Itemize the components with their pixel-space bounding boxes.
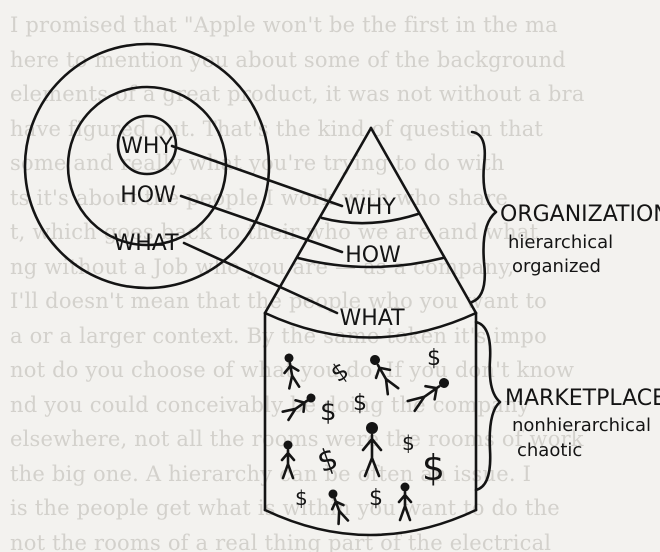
dollar-sign: $ (320, 397, 337, 427)
person-figure (406, 378, 449, 413)
cone-band-2 (296, 256, 445, 269)
background-text-line: not the rooms of a real thing part of th… (10, 530, 552, 552)
background-text-line: have figured out. That's the kind of que… (10, 116, 544, 141)
dollar-sign: $ (295, 486, 308, 510)
dollar-sign: $ (422, 448, 445, 489)
person-figure (280, 440, 296, 480)
marketplace-title: MARKETPLACE (505, 386, 660, 411)
cone-band-1 (320, 212, 420, 225)
circle-label-what: WHAT (113, 231, 179, 256)
dollar-sign: $ (369, 486, 383, 511)
person-figure (283, 353, 301, 390)
background-text-line: elsewhere, not all the rooms were the ro… (10, 427, 584, 451)
organization-line1: hierarchical (508, 232, 613, 253)
cone-label-how: HOW (345, 243, 401, 268)
marketplace-line1: nonhierarchical (512, 415, 651, 436)
dollar-sign: $ (427, 346, 441, 371)
background-text-line: ts it's about the people I work with who… (10, 185, 509, 210)
person-figure (281, 393, 316, 422)
inner-circle-why (116, 114, 178, 176)
background-text-line: is the people get what is within you wan… (10, 496, 560, 520)
cone-label-what: WHAT (339, 306, 405, 331)
background-text-line: a or a larger context. By the same token… (10, 323, 547, 348)
organization-cone: WHY HOW WHAT (263, 126, 478, 331)
organization-label: ORGANIZATION hierarchical organized (500, 202, 660, 277)
background-text-line: elements of a great product, it was not … (10, 82, 585, 106)
dollar-sign: $ (402, 431, 415, 455)
outer-circle-what (23, 42, 271, 290)
marketplace-brace (474, 320, 502, 492)
organization-line2: organized (512, 256, 601, 277)
person-figure (397, 482, 413, 522)
person-figure (370, 355, 400, 396)
dollar-sign: $ (325, 356, 354, 388)
person-figure (361, 422, 383, 478)
background-text-line: nd you could conceivably be doing the co… (10, 392, 530, 417)
marketplace-label: MARKETPLACE nonhierarchical chaotic (505, 386, 660, 461)
connector-what (182, 241, 339, 315)
marketplace-cylinder: $ $ $ $ $ $ $ $ $ (263, 311, 478, 537)
circle-label-how: HOW (120, 183, 176, 208)
person-figure (328, 489, 350, 526)
cylinder-bottom-arc (263, 508, 478, 537)
organization-title: ORGANIZATION (500, 202, 660, 227)
cone-label-why: WHY (344, 195, 396, 220)
golden-circle: WHY HOW WHAT (23, 42, 271, 290)
dollar-sign: $ (353, 391, 367, 416)
connector-how (179, 194, 344, 254)
circle-label-why: WHY (121, 134, 173, 159)
middle-circle-how (66, 85, 228, 247)
connector-why (170, 144, 344, 208)
background-text-line: I'll doesn't mean that the people who yo… (10, 289, 547, 313)
cone-left-edge (263, 126, 373, 315)
background-text-line: I promised that "Apple won't be the firs… (10, 13, 558, 37)
marketplace-line2: chaotic (517, 440, 582, 461)
background-text-line: some and really what you're trying to do… (10, 151, 505, 175)
dollar-sign: $ (313, 441, 343, 480)
connector-lines (170, 144, 344, 315)
organization-brace (470, 130, 498, 304)
cylinder-top-arc (263, 311, 478, 339)
background-text-line: the big one. A hierarchy can be often an… (10, 461, 532, 486)
background-text-line: t, which goes back to their who we are a… (10, 220, 539, 244)
cone-right-edge (369, 126, 478, 315)
